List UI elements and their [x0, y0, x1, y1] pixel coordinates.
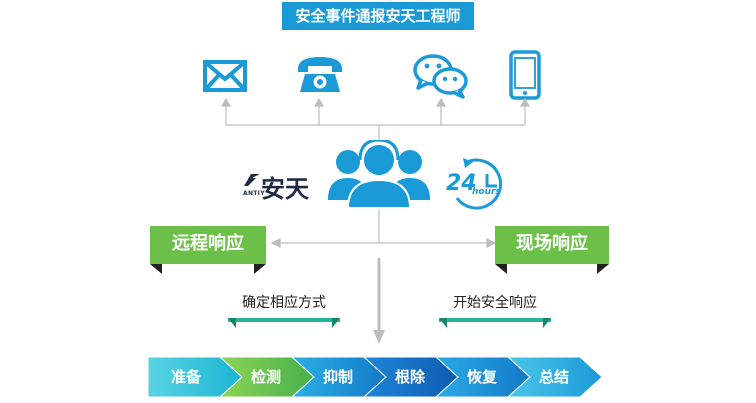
- step-label-6: 总结: [539, 368, 569, 386]
- remote-response-label: 远程响应: [172, 233, 244, 254]
- step-label-2: 检测: [251, 368, 281, 386]
- remote-action-label: 确定相应方式: [242, 295, 326, 311]
- people-group-icon: [328, 140, 430, 209]
- onsite-action-tag-shape: [439, 318, 551, 328]
- step-chevron-6: [506, 356, 603, 398]
- onsite-action-label: 开始安全响应: [453, 295, 537, 311]
- telephone-icon: [298, 57, 342, 92]
- onsite-response-label: 现场响应: [516, 233, 588, 254]
- step-label-5: 恢复: [467, 368, 498, 386]
- step-label-1: 准备: [171, 368, 202, 386]
- remote-response-tag-shape: [150, 226, 266, 274]
- step-label-4: 根除: [395, 368, 426, 386]
- antiy-logo: ANTIY 安天: [243, 172, 313, 203]
- clock-number: 24: [446, 171, 477, 196]
- wechat-icon: [413, 54, 468, 99]
- onsite-response-tag-shape: [495, 226, 609, 274]
- clock-icon: [455, 158, 503, 210]
- title-banner: 安全事件通报安天工程师: [282, 2, 474, 30]
- clock-unit: hours: [472, 187, 501, 197]
- antiy-mark-icon: [244, 174, 260, 186]
- process-steps: 准备 检测 抑制 根除 恢复 总结: [147, 356, 603, 398]
- step-label-3: 抑制: [323, 368, 353, 386]
- mail-icon: [203, 60, 247, 92]
- brand-name: 安天: [261, 175, 309, 203]
- brand-small-text: ANTIY: [243, 190, 265, 197]
- clock-24-hours: 24 hours: [443, 154, 515, 210]
- remote-action-tag-shape: [228, 290, 340, 328]
